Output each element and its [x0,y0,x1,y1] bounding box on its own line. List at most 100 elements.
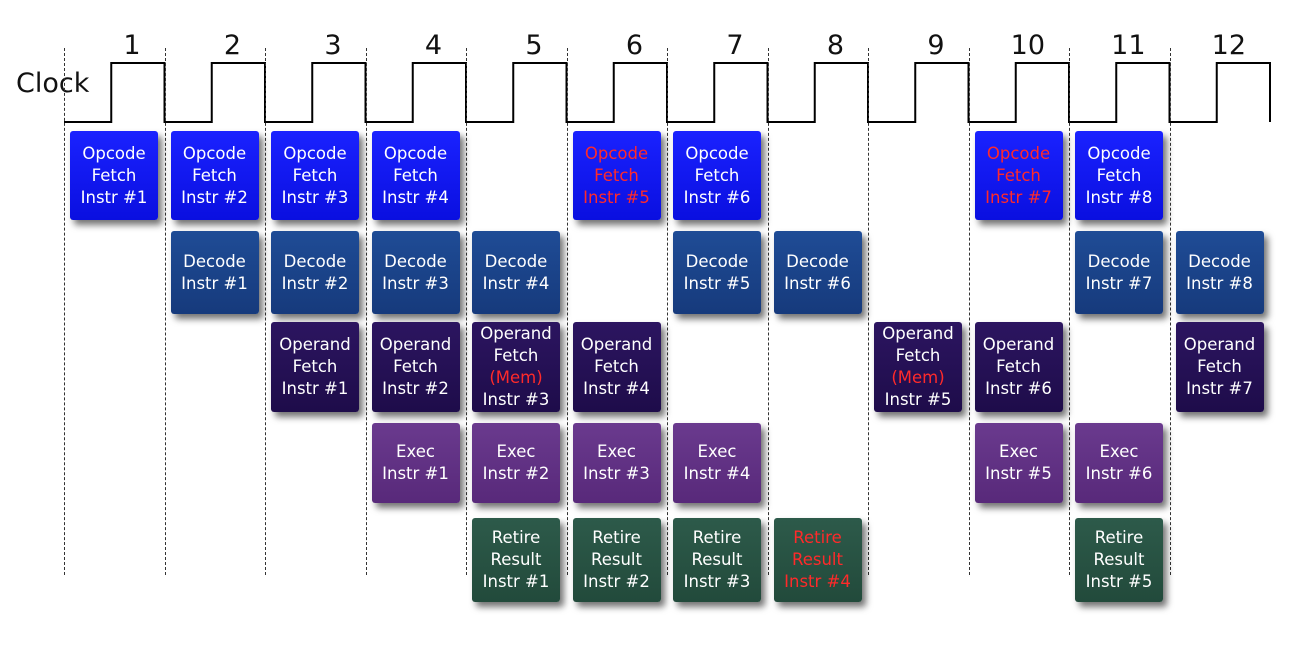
box-text-line: Opcode [986,143,1051,163]
cycle-number: 8 [826,30,844,61]
box-text-line: Decode [1087,251,1151,271]
box-text-line: Fetch [192,165,237,185]
box-text-line: Fetch [996,357,1041,376]
box-text-line: Fetch [594,165,639,185]
box-text-line: Opcode [182,143,247,163]
box-text-line: Fetch [694,165,740,185]
cycle-number: 2 [223,30,241,61]
box-text-line: Instr #5 [884,390,952,409]
box-text-line: Instr #7 [1186,379,1253,398]
box-text-line: Operand [882,324,954,343]
box-text-line: Exec [396,442,435,461]
box-text-line: Instr #7 [1085,273,1153,293]
cycle-number: 3 [324,30,342,61]
box-text-line: Retire [1094,528,1144,547]
cycle-number: 11 [1111,30,1146,61]
box-text-line: Decode [484,251,548,271]
box-text-line: Decode [1188,251,1251,271]
box-text-line: Instr #4 [583,379,650,398]
cycle-boundary [64,48,65,575]
box-text-line: Instr #5 [985,464,1052,483]
cycle-boundary [968,48,970,575]
box-text-line: Exec [496,442,536,461]
box-text-line: Result [1093,550,1145,569]
box-text-line: Opcode [283,143,347,163]
box-text-line: Instr #8 [1186,273,1253,293]
box-text-line: Instr #4 [482,273,550,293]
clock-label: Clock [16,68,90,99]
box-text-line: Instr #6 [985,379,1052,398]
box-text-line: Result [490,550,542,569]
box-text-line: Instr #5 [583,187,650,207]
box-text-line: Decode [283,251,347,271]
cycle-number: 4 [424,30,442,61]
box-text-line: (Mem) [489,368,543,387]
box-text-line: Instr #4 [382,187,449,207]
cycle-boundary [1069,48,1070,575]
box-text-line: Opcode [383,143,448,163]
box-text-line: Exec [597,442,636,461]
box-text-line: Instr #3 [482,390,550,409]
box-text-line: Fetch [292,165,338,185]
box-text-line: Instr #1 [281,379,349,398]
cycle-number: 5 [525,30,543,61]
cycle-number: 6 [625,30,643,61]
box-text-line: Result [691,550,743,569]
box-text-line: Fetch [895,346,941,365]
box-text-line: Instr #8 [1085,187,1153,207]
box-text-line: Instr #2 [181,187,248,207]
cycle-boundary [868,48,869,575]
cycle-number: 12 [1211,30,1246,61]
box-text-line: Opcode [584,143,649,163]
box-text-line: Operand [379,335,452,354]
box-text-line: Instr #1 [80,187,148,207]
box-text-line: Fetch [1096,165,1142,185]
box-text-line: (Mem) [891,368,945,387]
box-text-line: Retire [491,528,541,547]
box-text-line: Opcode [1087,143,1151,163]
cycle-boundary [265,48,266,575]
box-text-line: Instr #1 [181,273,248,293]
box-text-line: Decode [685,251,749,271]
cycle-boundary [365,48,367,575]
box-text-line: Fetch [1197,357,1242,376]
box-text-line: Fetch [393,165,438,185]
box-text-line: Instr #3 [583,464,650,483]
cycle-boundary [767,48,769,575]
cycle-boundary [164,48,166,575]
cycle-number: 7 [726,30,744,61]
box-text-line: Instr #3 [281,187,349,207]
box-text-line: Instr #1 [482,572,550,591]
box-text-line: Instr #5 [683,273,751,293]
box-text-line: Result [591,550,642,569]
box-text-line: Fetch [393,357,438,376]
box-text-line: Opcode [82,143,146,163]
box-text-line: Retire [592,528,641,547]
box-text-line: Instr #6 [1085,464,1153,483]
box-text-line: Exec [697,442,737,461]
cycle-number: 10 [1010,30,1045,61]
box-text-line: Instr #2 [583,572,650,591]
